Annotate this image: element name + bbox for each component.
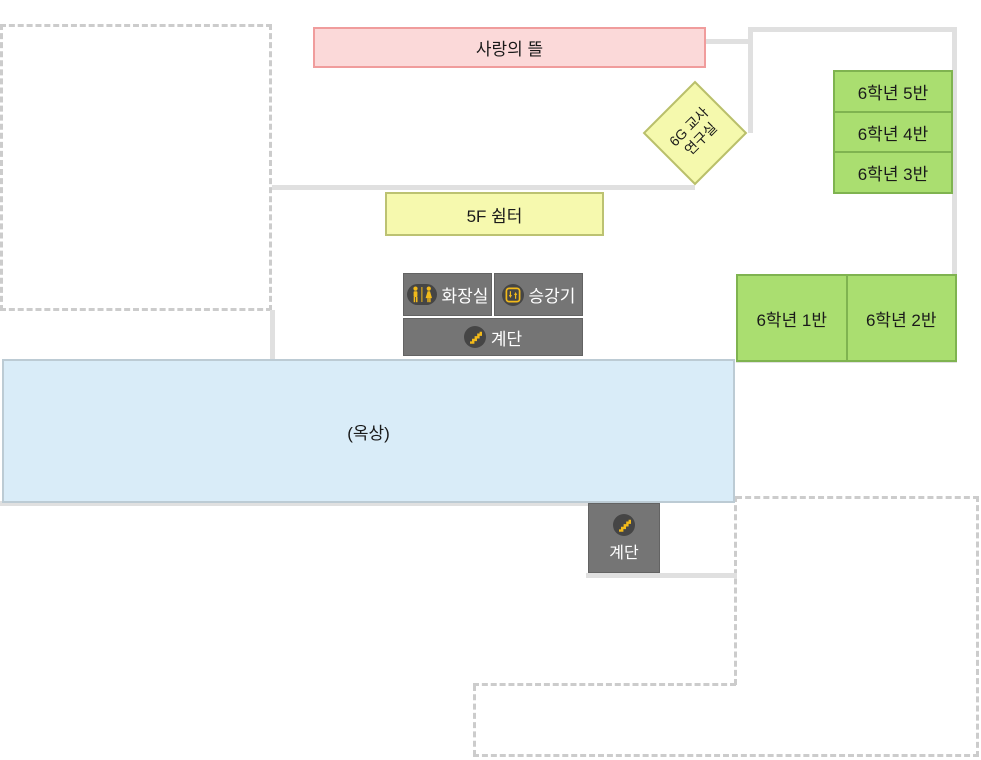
floor-outline-segment [748, 27, 753, 133]
room-class-6-1-label: 6학년 1반 [756, 310, 828, 330]
floor-outline-segment [0, 501, 590, 506]
room-class-6-4-label: 6학년 4반 [857, 124, 929, 144]
restroom-icon [406, 284, 437, 305]
facility-stairs-lower: 계단 [588, 503, 660, 573]
adjacent-wing-outline-segment [734, 496, 737, 685]
floor-outline-segment [272, 185, 695, 190]
room-garden: 사랑의 뜰 [313, 27, 706, 68]
facility-stairs-upper: 계단 [403, 318, 583, 356]
floor-outline-segment [952, 27, 957, 363]
room-class-6-2: 6학년 2반 [845, 276, 956, 360]
room-class-6-5: 6학년 5반 [835, 72, 951, 111]
stairs-icon [613, 513, 635, 536]
facility-stairs-lower-label: 계단 [609, 544, 639, 562]
adjacent-wing-outline-top-left [0, 24, 272, 311]
room-class-6-4: 6학년 4반 [835, 110, 951, 152]
adjacent-wing-outline-segment [976, 496, 979, 757]
adjacent-wing-outline-segment [736, 496, 979, 499]
elevator-icon [501, 283, 524, 306]
floor-outline-segment [586, 573, 737, 578]
floor-outline-segment [270, 310, 275, 362]
facility-elevator: 승강기 [494, 273, 583, 316]
adjacent-wing-outline-segment [473, 683, 736, 686]
classroom-column: 6학년 5반 6학년 4반 6학년 3반 [833, 70, 953, 194]
room-class-6-2-label: 6학년 2반 [865, 310, 937, 330]
facility-block: 화장실 승강기 계단 [403, 273, 583, 358]
area-rooftop: (옥상) [2, 359, 735, 503]
room-rest-area-label: 5F 쉼터 [466, 206, 523, 226]
facility-restroom-label: 화장실 [441, 287, 489, 306]
facility-stairs-upper-label: 계단 [490, 329, 523, 349]
adjacent-wing-outline-segment [473, 754, 979, 757]
facility-restroom: 화장실 [403, 273, 492, 316]
stairs-icon [463, 326, 486, 348]
floor-outline-segment [748, 27, 957, 32]
room-class-6-3: 6학년 3반 [835, 151, 951, 192]
area-rooftop-label: (옥상) [347, 423, 390, 443]
facility-elevator-label: 승강기 [528, 287, 576, 306]
room-garden-label: 사랑의 뜰 [475, 40, 544, 59]
room-rest-area: 5F 쉼터 [385, 192, 604, 236]
room-class-6-5-label: 6학년 5반 [857, 83, 929, 103]
room-class-6-1: 6학년 1반 [738, 276, 846, 360]
floor-outline-segment [706, 39, 749, 44]
classroom-pair: 6학년 1반 6학년 2반 [736, 274, 957, 362]
adjacent-wing-outline-segment [473, 685, 476, 756]
room-class-6-3-label: 6학년 3반 [857, 165, 929, 185]
